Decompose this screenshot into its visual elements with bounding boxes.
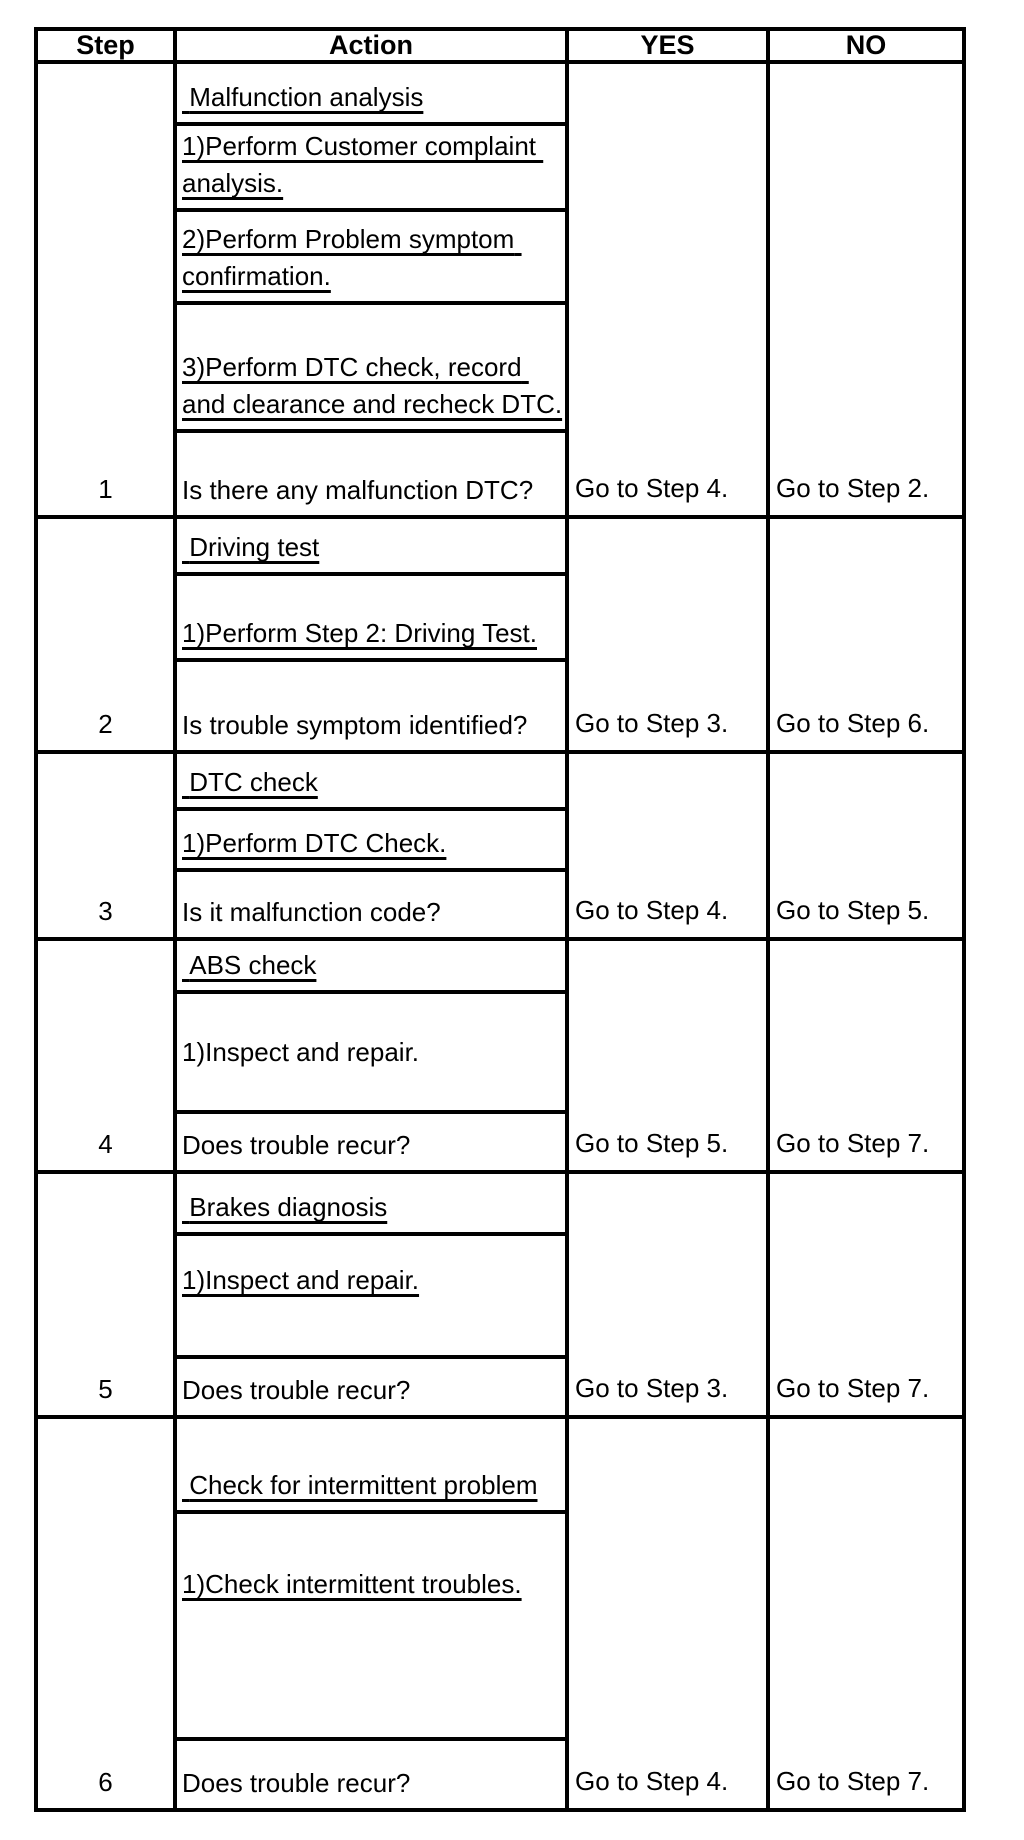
question-cell: Is it malfunction code?: [182, 897, 441, 927]
header-action: Action: [177, 31, 569, 60]
header-yes: YES: [569, 31, 770, 60]
yes-cell: Go to Step 4.: [569, 1419, 770, 1808]
action-item: 3)Perform DTC check, record and clearanc…: [177, 305, 565, 433]
table-header-row: Step Action YES NO: [38, 31, 962, 64]
no-cell: Go to Step 6.: [776, 708, 930, 738]
action-title: Driving test: [177, 519, 565, 576]
yes-cell: Go to Step 3.: [569, 519, 770, 750]
yes-cell: Go to Step 4.: [569, 64, 770, 515]
yes-cell: Go to Step 5.: [569, 941, 770, 1170]
action-title: ABS check: [177, 941, 565, 994]
yes-cell: Go to Step 4.: [569, 754, 770, 937]
action-item: 2)Perform Problem symptom confirmation.: [177, 212, 565, 305]
step-number-cell: 4: [38, 941, 177, 1170]
action-item: 1)Check intermittent troubles.: [177, 1514, 565, 1741]
question-cell: Is trouble symptom identified?: [182, 710, 528, 740]
no-cell: Go to Step 2.: [776, 473, 930, 503]
step-number-cell: 6: [38, 1419, 177, 1808]
action-item: 1)Inspect and repair.: [177, 994, 565, 1114]
question-cell: Does trouble recur?: [182, 1375, 411, 1405]
action-title: Malfunction analysis: [177, 64, 565, 126]
yes-cell: Go to Step 3.: [569, 1174, 770, 1415]
header-step: Step: [38, 31, 177, 60]
question-cell: Is there any malfunction DTC?: [182, 475, 534, 505]
header-no: NO: [845, 31, 887, 60]
action-title: DTC check: [177, 754, 565, 811]
step-number-cell: 5: [38, 1174, 177, 1415]
step-number-cell: 2: [38, 519, 177, 750]
no-cell: Go to Step 5.: [776, 895, 930, 925]
action-title: Check for intermittent problem: [177, 1419, 565, 1514]
action-title: Brakes diagnosis: [177, 1174, 565, 1236]
question-cell: Does trouble recur?: [182, 1130, 411, 1160]
action-item: 1)Inspect and repair.: [177, 1236, 565, 1359]
no-cell: Go to Step 7.: [776, 1373, 930, 1403]
step-number-cell: 3: [38, 754, 177, 937]
action-item: 1)Perform DTC Check.: [177, 811, 565, 872]
action-item: 1)Perform Step 2: Driving Test.: [177, 576, 565, 662]
step-number-cell: 1: [38, 64, 177, 515]
question-cell: Does trouble recur?: [182, 1768, 411, 1798]
diagnostic-table: Step Action YES NO 1 Malfunction analysi…: [34, 27, 966, 1812]
action-item: 1)Perform Customer complaint analysis.: [177, 126, 565, 212]
no-cell: Go to Step 7.: [776, 1766, 930, 1796]
no-cell: Go to Step 7.: [776, 1128, 930, 1158]
